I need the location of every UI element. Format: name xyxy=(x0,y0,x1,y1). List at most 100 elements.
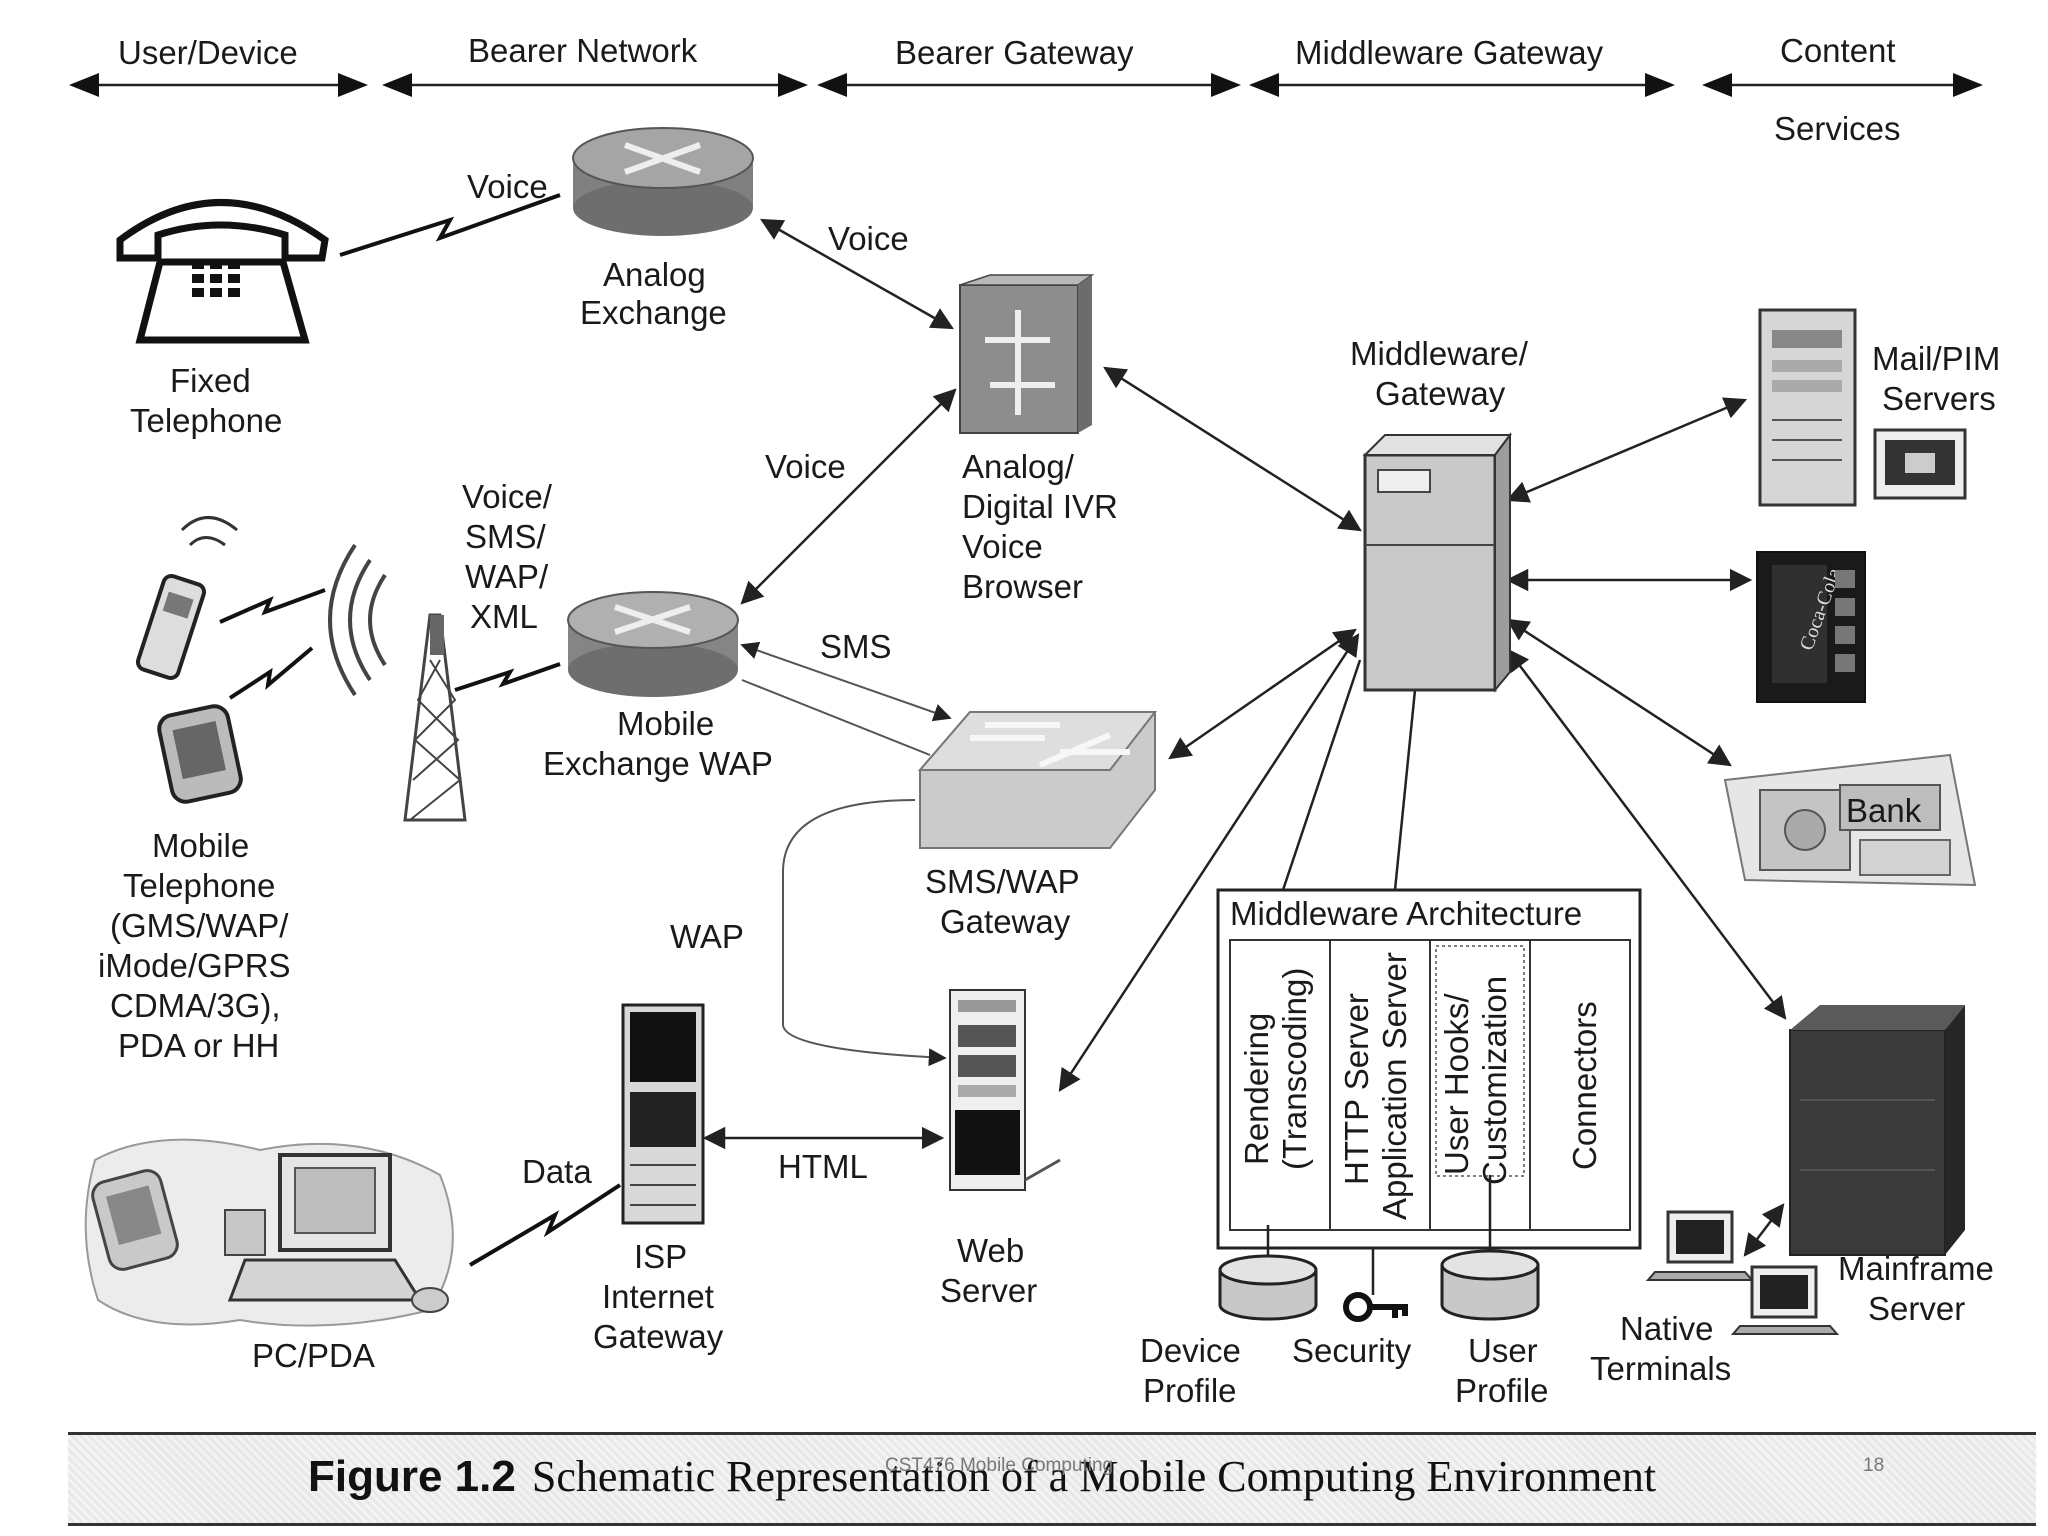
link-terminals-mainframe xyxy=(1743,1203,1785,1257)
connections xyxy=(702,218,1787,1295)
link-labels: Voice Voice Voice Voice/ SMS/ WAP/ XML S… xyxy=(462,168,909,1190)
label-mobile-exchange-2: Exchange WAP xyxy=(543,745,773,782)
header-row: User/Device Bearer Network Bearer Gatewa… xyxy=(69,32,1983,147)
slide-page-number: 18 xyxy=(1863,1455,1885,1476)
arch-http-2: Application Server xyxy=(1376,952,1413,1220)
web-server-icon xyxy=(949,989,1061,1191)
label-web-server-2: Server xyxy=(940,1272,1037,1309)
link-label-multi-2: SMS/ xyxy=(465,518,547,555)
label-fixed-telephone-2: Telephone xyxy=(130,402,282,439)
arch-hooks-1: User Hooks/ xyxy=(1438,993,1475,1175)
arch-hooks-2: Customization xyxy=(1476,976,1513,1185)
header-services: Services xyxy=(1774,110,1901,147)
label-pc-pda: PC/PDA xyxy=(252,1337,375,1374)
link-label-multi-1: Voice/ xyxy=(462,478,553,515)
link-label-voice-analog: Voice xyxy=(828,220,909,257)
header-middleware-gateway: Middleware Gateway xyxy=(1295,34,1604,71)
mainframe-icon xyxy=(1789,1005,1965,1256)
svg-text:Browser: Browser xyxy=(962,568,1083,605)
link-label-multi-4: XML xyxy=(470,598,538,635)
middleware-server-icon xyxy=(1362,432,1512,693)
header-bearer-network: Bearer Network xyxy=(468,32,698,69)
link-mobile-ivr xyxy=(740,388,957,605)
label-user-profile-2: Profile xyxy=(1455,1372,1549,1409)
cell-tower-icon xyxy=(328,543,467,822)
header-bearer-gateway: Bearer Gateway xyxy=(895,34,1134,71)
bank-sign: Bank xyxy=(1846,792,1922,829)
figure-title: Schematic Representation of a Mobile Com… xyxy=(531,1452,1657,1501)
svg-text:Digital IVR: Digital IVR xyxy=(962,488,1118,525)
label-isp-3: Gateway xyxy=(593,1318,724,1355)
label-ivr: Analog/ Digital IVR Voice Browser xyxy=(962,448,1118,605)
label-analog-exchange-2: Exchange xyxy=(580,294,727,331)
label-mainframe-2: Server xyxy=(1868,1290,1965,1327)
link-label-multi-3: WAP/ xyxy=(465,558,549,595)
label-isp-2: Internet xyxy=(602,1278,714,1315)
label-analog-exchange-1: Analog xyxy=(603,256,706,293)
link-mobile-smswap-2 xyxy=(741,679,931,756)
link-label-voice-mobile: Voice xyxy=(765,448,846,485)
telephone-icon xyxy=(116,199,329,344)
link-label-html: HTML xyxy=(778,1148,868,1185)
voice-switch-icon xyxy=(959,274,1095,434)
label-mobile-telephone: Mobile Telephone (GMS/WAP/ iMode/GPRS CD… xyxy=(98,827,291,1064)
link-label-voice-fixed: Voice xyxy=(467,168,548,205)
bolt-pc-isp xyxy=(468,1183,622,1267)
svg-text:Analog/: Analog/ xyxy=(962,448,1075,485)
link-middleware-mainframe xyxy=(1506,648,1787,1020)
svg-text:Voice: Voice xyxy=(962,528,1043,565)
figure-caption-bar: Figure 1.2 Schematic Representation of a … xyxy=(68,1432,2036,1526)
label-mainframe-1: Mainframe xyxy=(1838,1250,1994,1287)
link-label-wap: WAP xyxy=(670,918,744,955)
link-middleware-mail xyxy=(1505,397,1748,503)
link-label-sms: SMS xyxy=(820,628,892,665)
svg-text:CDMA/3G),: CDMA/3G), xyxy=(110,987,281,1024)
label-device-profile-2: Profile xyxy=(1143,1372,1237,1409)
arch-connectors: Connectors xyxy=(1566,1001,1603,1170)
bolt-mobile-2 xyxy=(228,646,314,700)
middleware-architecture-title: Middleware Architecture xyxy=(1230,895,1582,932)
terminals-icon xyxy=(1645,1210,1840,1335)
figure-number: Figure 1.2 xyxy=(308,1452,516,1501)
arch-rendering-1: Rendering xyxy=(1238,1013,1275,1165)
router-icon xyxy=(572,127,754,236)
bolt-tower-exchange xyxy=(454,662,561,692)
label-isp-1: ISP xyxy=(634,1238,687,1275)
arch-http-1: HTTP Server xyxy=(1338,993,1375,1185)
mobile-exchange-icon xyxy=(567,591,739,697)
figure-caption: Figure 1.2 Schematic Representation of a … xyxy=(308,1451,1656,1502)
middleware-architecture-box: Middleware Architecture Rendering (Trans… xyxy=(1216,888,1642,1250)
vending-machine-icon: Coca-Cola xyxy=(1756,551,1866,703)
svg-text:iMode/GPRS: iMode/GPRS xyxy=(98,947,291,984)
link-web-middleware xyxy=(1058,633,1360,1092)
link-middleware-arch-2 xyxy=(1281,659,1362,891)
link-ivr-middleware xyxy=(1103,366,1362,532)
svg-text:PDA or HH: PDA or HH xyxy=(118,1027,279,1064)
label-web-server-1: Web xyxy=(957,1232,1024,1269)
label-sms-wap-gateway-1: SMS/WAP xyxy=(925,863,1080,900)
mail-server-icon xyxy=(1758,308,1967,507)
svg-text:(GMS/WAP/: (GMS/WAP/ xyxy=(110,907,289,944)
label-user-profile-1: User xyxy=(1468,1332,1538,1369)
slide-footer: CST476 Mobile Computing xyxy=(885,1455,1114,1476)
bolt-mobile-1 xyxy=(219,588,326,624)
link-analog-ivr xyxy=(760,218,954,330)
mobile-phone-icon xyxy=(135,516,238,681)
arch-rendering-2: (Transcoding) xyxy=(1276,968,1313,1170)
header-content: Content xyxy=(1780,32,1896,69)
isp-gateway-icon xyxy=(621,1003,705,1225)
label-native-terminals-2: Terminals xyxy=(1590,1350,1731,1387)
label-middleware-1: Middleware/ xyxy=(1350,335,1529,372)
link-label-data: Data xyxy=(522,1153,592,1190)
sms-wap-gateway-icon xyxy=(917,711,1158,849)
label-native-terminals-1: Native xyxy=(1620,1310,1714,1347)
link-mobile-smswap-1 xyxy=(740,641,952,722)
svg-text:Telephone: Telephone xyxy=(123,867,275,904)
label-middleware-2: Gateway xyxy=(1375,375,1506,412)
label-mobile-exchange-1: Mobile xyxy=(617,705,714,742)
bank-icon: Bank xyxy=(1723,753,1977,887)
label-mail-pim-1: Mail/PIM xyxy=(1872,340,2000,377)
link-middleware-arch xyxy=(1393,689,1417,891)
svg-text:Mobile: Mobile xyxy=(152,827,249,864)
link-wap-curve xyxy=(782,799,947,1067)
